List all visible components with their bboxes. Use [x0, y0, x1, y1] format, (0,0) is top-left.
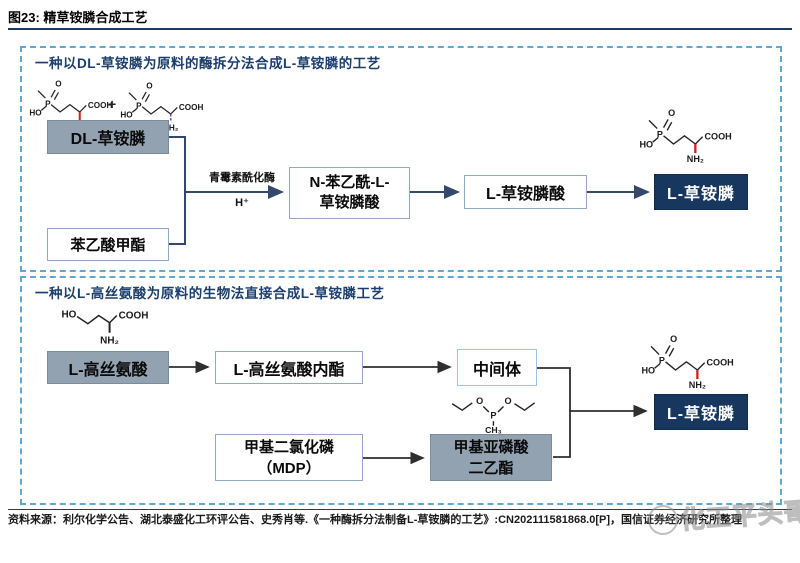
atom-label: CH₃	[485, 425, 502, 434]
box-l-glufosinate-product-2: L-草铵膦	[654, 394, 748, 430]
molecule-l-homoserine-structure: HO COOH NH₂	[61, 309, 149, 347]
section-1-header: 一种以DL-草铵膦为原料的酶拆分法合成L-草铵膦的工艺	[35, 56, 381, 71]
source-text: 资料来源：利尔化学公告、湖北泰盛化工环评公告、史秀肖等.《一种酶拆分法制备L-草…	[8, 514, 743, 526]
amine-label-red: NH₂	[687, 154, 704, 164]
atom-label: O	[670, 334, 677, 344]
atom-label: HO	[29, 108, 42, 117]
section-2-header: 一种以L-高丝氨酸为原料的生物法直接合成L-草铵膦工艺	[35, 286, 385, 301]
amine-label-blue: NH₂	[163, 123, 179, 132]
atom-label: P	[659, 356, 665, 366]
atom-label: P	[45, 99, 51, 108]
atom-label: COOH	[88, 101, 113, 110]
figure-title: 图23: 精草铵膦合成工艺	[8, 10, 148, 25]
box-l-homoserine-lactone: L-高丝氨酸内酯	[215, 351, 363, 384]
atom-label: O	[668, 108, 675, 118]
atom-label: P	[657, 130, 663, 140]
atom-label: O	[476, 396, 483, 406]
bottom-divider	[8, 509, 792, 510]
atom-label: HO	[61, 309, 76, 320]
molecule-l-glufosinate-structure: O P HO COOH NH₂	[641, 334, 733, 390]
label-penicillin-acylase: 青霉素酰化酶	[209, 172, 275, 184]
atom-label: HO	[641, 366, 655, 376]
box-n-phenylacetyl-l-glufosinate-acid: N-苯乙酰-L- 草铵膦酸	[289, 167, 410, 219]
watermark-text: 化工平头哥	[678, 497, 800, 535]
box-l-glufosinate-product-1: L-草铵膦	[654, 174, 748, 210]
molecule-l-glufosinate-structure-blue: O P HO COOH NH₂	[120, 82, 204, 132]
atom-label: COOH	[704, 131, 731, 141]
box-l-homoserine: L-高丝氨酸	[47, 351, 169, 384]
amine-label-red: NH₂	[689, 380, 706, 390]
watermark-logo-circle	[646, 503, 679, 536]
atom-label: HO	[120, 110, 133, 119]
molecule-l-glufosinate-structure: O P HO COOH NH₂	[639, 108, 731, 164]
atom-label: O	[146, 82, 153, 91]
box-intermediate: 中间体	[457, 349, 537, 386]
atom-label: P	[490, 410, 496, 420]
atom-label: HO	[639, 140, 653, 150]
plus-sign: +	[108, 96, 117, 112]
box-dl-glufosinate: DL-草铵膦	[47, 120, 169, 154]
box-l-glufosinate-acid: L-草铵膦酸	[464, 175, 587, 209]
atom-label: COOH	[179, 103, 204, 112]
process-section-biological: 一种以L-高丝氨酸为原料的生物法直接合成L-草铵膦工艺 HO COOH NH₂ …	[20, 276, 782, 505]
box-diethyl-methylphosphonite: 甲基亚磷酸 二乙酯	[430, 434, 552, 481]
box-methylphosphonous-dichloride-mdp: 甲基二氯化磷 （MDP）	[215, 434, 363, 481]
title-underline	[8, 28, 792, 30]
atom-label: P	[136, 101, 142, 110]
atom-label: O	[55, 80, 62, 89]
box-methyl-phenylacetate: 苯乙酸甲酯	[47, 228, 169, 261]
atom-label: COOH	[706, 357, 733, 367]
atom-label: COOH	[119, 310, 149, 321]
process-section-enzyme-resolution: 一种以DL-草铵膦为原料的酶拆分法合成L-草铵膦的工艺 O P HO C	[20, 46, 782, 272]
molecule-diethyl-methylphosphonite-structure: O P O CH₃	[451, 396, 536, 434]
atom-label: O	[505, 396, 512, 406]
label-h-plus: H⁺	[235, 197, 249, 209]
atom-label: NH₂	[100, 336, 119, 347]
